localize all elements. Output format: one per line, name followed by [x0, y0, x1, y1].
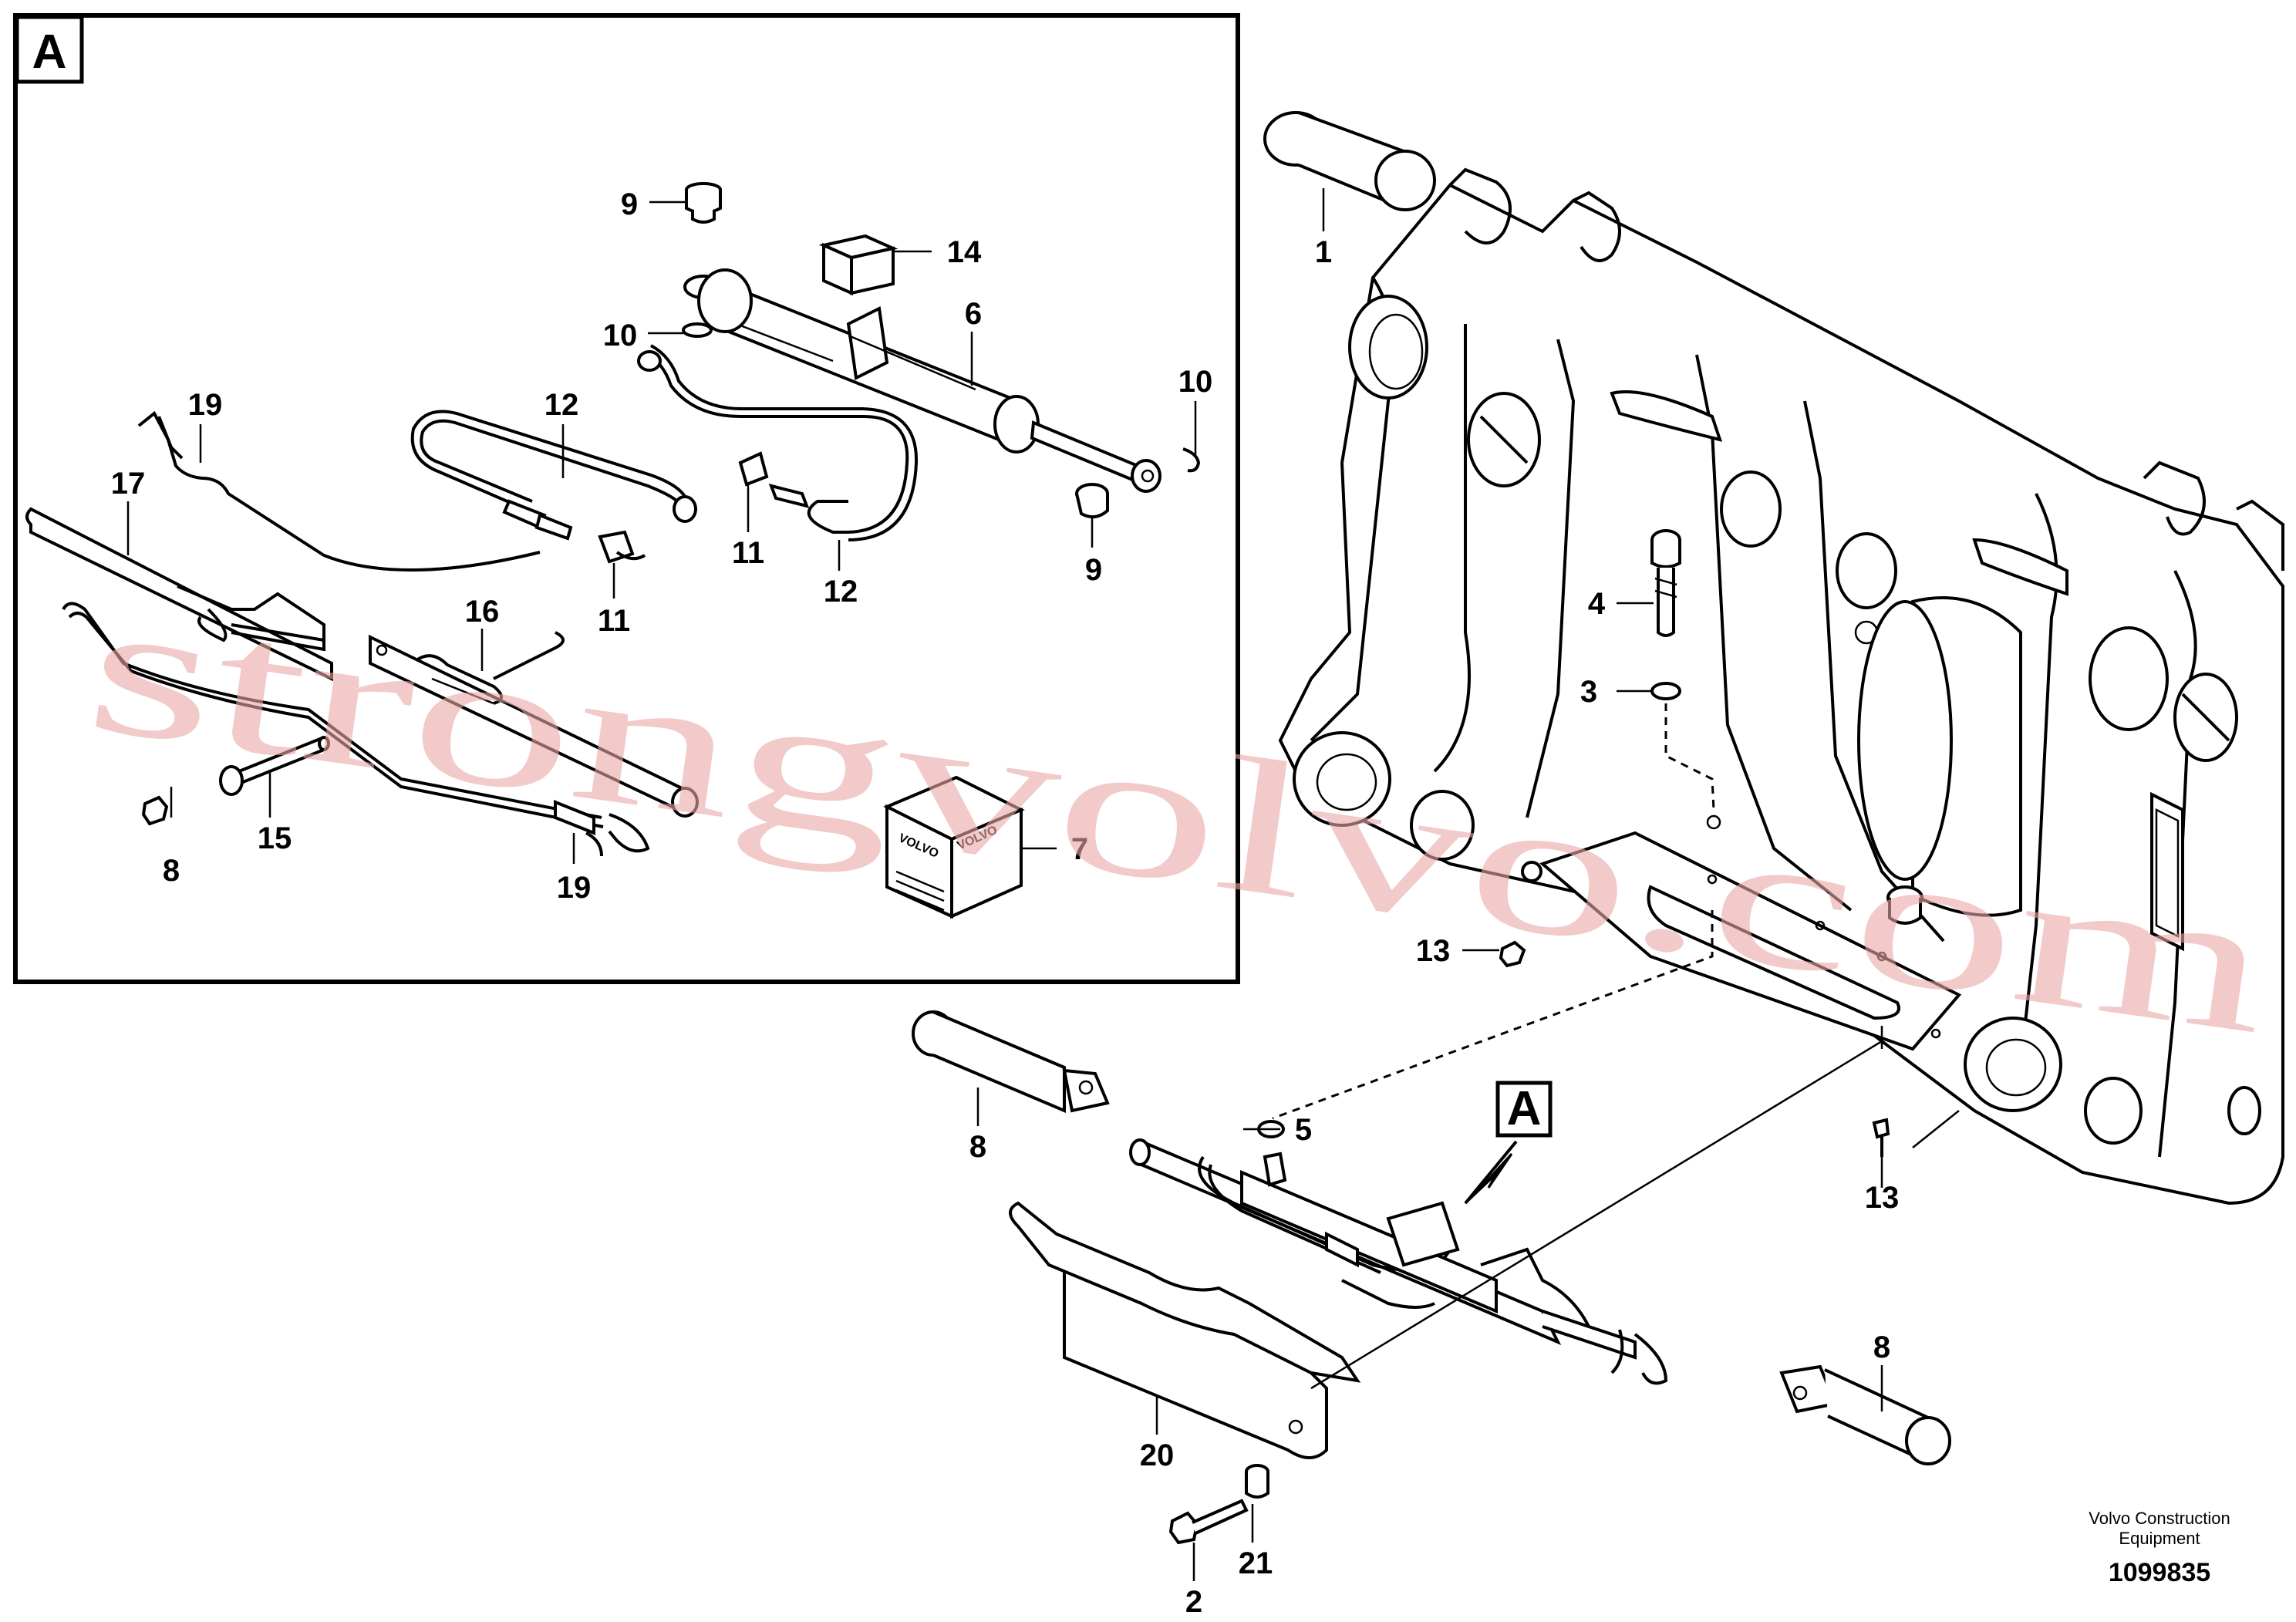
rod-16 — [369, 631, 699, 818]
main-callout-labels: 1 4 3 13 5 8 13 8 20 21 2 — [969, 235, 1899, 1619]
section-marker-label: A — [1507, 1082, 1542, 1135]
assembly-line-long — [1310, 1040, 1883, 1390]
plate-20 — [1009, 1201, 1361, 1459]
hose-12-upper — [637, 344, 919, 541]
section-label-box — [15, 15, 84, 84]
callout-17: 17 — [111, 467, 146, 501]
detail-leaders — [126, 201, 1197, 864]
coupler-frame — [1263, 111, 2284, 1206]
callout-11-right: 11 — [732, 536, 764, 570]
callout-2: 2 — [1185, 1585, 1202, 1619]
detail-callout-labels: 9 14 6 10 10 19 12 17 11 11 12 9 16 8 15… — [111, 187, 1213, 905]
callout-11-left: 11 — [598, 604, 630, 638]
callout-8-right: 8 — [1873, 1330, 1890, 1364]
drawing-number: 1099835 — [2109, 1558, 2210, 1587]
detail-view-a: A — [13, 13, 1240, 984]
callout-3: 3 — [1580, 675, 1597, 709]
callout-16: 16 — [465, 595, 500, 629]
callout-13-right: 13 — [1865, 1181, 1900, 1215]
callout-9-top: 9 — [621, 187, 638, 221]
callout-19-top: 19 — [188, 388, 223, 422]
callout-8-left: 8 — [969, 1130, 986, 1164]
callout-21: 21 — [1239, 1546, 1273, 1580]
sleeve-21 — [1245, 1464, 1269, 1499]
callout-10-right: 10 — [1178, 365, 1213, 399]
callout-8-detail: 8 — [163, 854, 180, 888]
bolt-15 — [219, 736, 330, 796]
bolt-2 — [1168, 1499, 1249, 1545]
nut-8-detail — [141, 795, 169, 826]
company-line-1: Volvo Construction — [2089, 1509, 2230, 1528]
washer-3 — [1650, 682, 1681, 700]
callout-1: 1 — [1315, 235, 1332, 269]
callout-20: 20 — [1140, 1438, 1175, 1472]
bolt-4 — [1650, 529, 1681, 637]
fitting-11-right — [738, 451, 810, 508]
clip-10-right — [1182, 447, 1201, 473]
pin-8-right — [1779, 1364, 1951, 1465]
pin-8-left — [912, 1010, 1110, 1114]
callout-10-left: 10 — [603, 319, 638, 352]
callout-6: 6 — [965, 297, 982, 331]
kit-box-7: VOLVO VOLVO — [883, 775, 1025, 919]
callout-15: 15 — [258, 821, 292, 855]
callout-12-left: 12 — [544, 388, 579, 422]
pin-9-top — [685, 182, 722, 224]
callout-5: 5 — [1295, 1113, 1312, 1147]
pin-1 — [1263, 111, 1436, 211]
washer-10-top — [682, 322, 713, 338]
main-leaders — [976, 188, 1960, 1581]
block-14 — [818, 234, 899, 296]
callout-13-left: 13 — [1416, 934, 1451, 968]
nut-13-left — [1499, 940, 1526, 968]
callout-19-bottom: 19 — [557, 871, 592, 905]
section-label: A — [32, 25, 67, 79]
callout-4: 4 — [1588, 587, 1606, 621]
hose-12-left — [410, 410, 697, 541]
callout-7: 7 — [1071, 832, 1088, 866]
callout-12-right: 12 — [824, 575, 858, 609]
cylinder-6 — [683, 268, 1161, 493]
section-a-marker: A — [1464, 1081, 1553, 1205]
callout-9-bottom: 9 — [1085, 553, 1102, 587]
lower-cylinder-assembly — [1129, 1138, 1668, 1385]
lever-assembly-17-19 — [25, 410, 604, 828]
pin-9-bottom — [1075, 483, 1109, 519]
fitting-11-left — [598, 530, 646, 564]
footer: Volvo Construction Equipment 1099835 — [2089, 1509, 2230, 1587]
callout-14: 14 — [947, 235, 982, 269]
company-line-2: Equipment — [2119, 1529, 2200, 1548]
assembly-line-washer — [1272, 910, 1714, 1120]
detail-frame — [13, 13, 1240, 984]
nipple-13-right — [1872, 1118, 1890, 1157]
fork-19-bottom — [554, 800, 650, 857]
